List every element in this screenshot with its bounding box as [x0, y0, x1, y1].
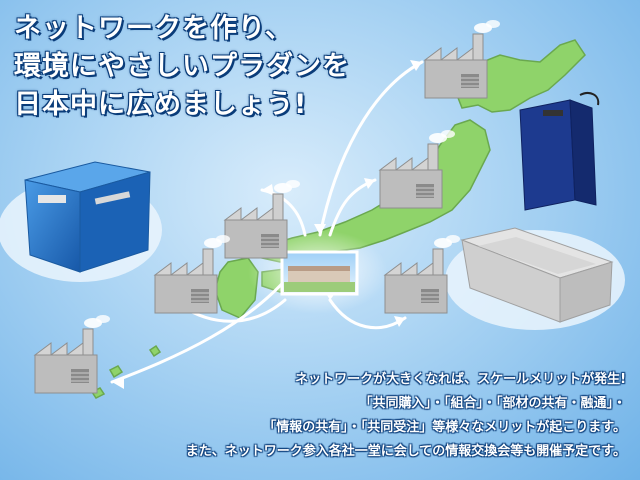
description-line: 「情報の共有」・「共同受注」等様々なメリットが起こります。 [263, 420, 626, 435]
headline: ネットワークを作り、 環境にやさしいプラダンを 日本中に広めましょう! [14, 10, 394, 124]
headline-line: ネットワークを作り、 [14, 13, 293, 44]
description: ネットワークが大きくなれば、スケールメリットが発生! 「共同購入」・「組合」・「… [26, 368, 626, 464]
network-arrows [110, 60, 424, 384]
navy-case [519, 92, 600, 211]
gray-tray [460, 227, 614, 323]
description-line: ネットワークが大きくなれば、スケールメリットが発生! [295, 372, 626, 387]
headline-line: 日本中に広めましょう! [14, 89, 308, 120]
description-line: また、ネットワーク参入各社一堂に会しての情報交換会等も開催予定です。 [185, 444, 626, 459]
blue-box [24, 161, 151, 273]
factory-photo [280, 250, 359, 296]
description-line: 「共同購入」・「組合」・「部材の共有・融通」・ [359, 396, 626, 411]
headline-line: 環境にやさしいプラダンを [14, 51, 350, 82]
